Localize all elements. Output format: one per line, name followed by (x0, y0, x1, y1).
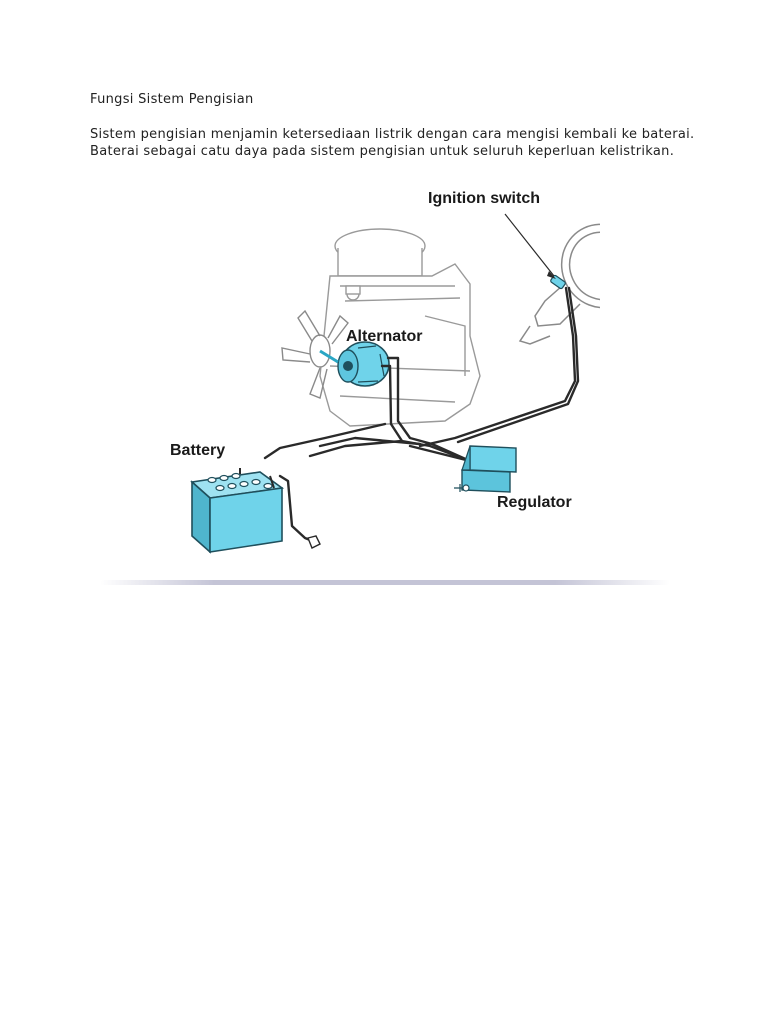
regulator-label: Regulator (497, 494, 572, 511)
battery-illustration (190, 468, 321, 554)
alternator-label: Alternator (346, 328, 422, 345)
paragraph-line: Baterai sebagai catu daya pada sistem pe… (90, 144, 675, 159)
ignition-switch-label: Ignition switch (428, 190, 540, 207)
document-paragraph: Sistem pengisian menjamin ketersediaan l… (90, 126, 710, 160)
regulator-illustration (454, 445, 517, 493)
document-heading: Fungsi Sistem Pengisian (90, 92, 254, 107)
battery-label: Battery (170, 442, 225, 459)
steering-wheel-illustration (518, 223, 600, 345)
horizontal-divider (100, 580, 670, 585)
paragraph-line: Sistem pengisian menjamin ketersediaan l… (90, 127, 695, 142)
ignition-switch-illustration (504, 213, 566, 290)
alternator-illustration (319, 341, 390, 387)
charging-system-diagram: Ignition switch Alternator Battery Regul… (170, 176, 600, 566)
